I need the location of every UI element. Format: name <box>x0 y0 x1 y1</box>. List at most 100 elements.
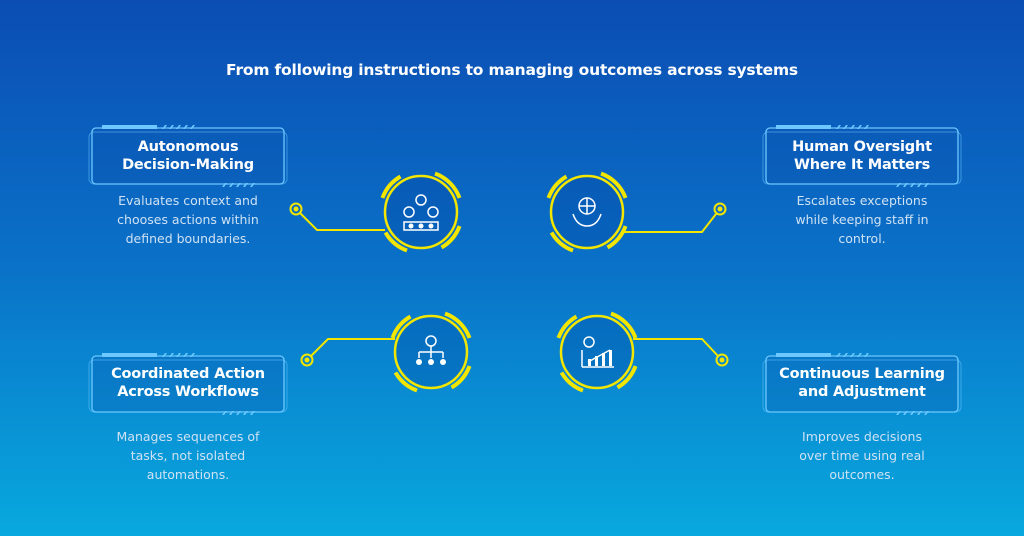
box-stripe <box>910 411 915 415</box>
chart-bar <box>609 350 612 366</box>
box-stripe <box>903 183 908 187</box>
ring <box>559 314 635 390</box>
box-stripe <box>250 411 255 415</box>
box-stripe <box>836 353 841 357</box>
card-box-autonomous <box>88 125 288 187</box>
ring-arc <box>440 225 462 250</box>
ring-arc <box>444 311 472 339</box>
connector-line <box>310 338 395 357</box>
desc-line: outcomes. <box>829 467 895 482</box>
box-stripe <box>222 411 227 415</box>
person-head <box>428 223 434 229</box>
hands-globe-icon <box>572 197 602 227</box>
ring-arc <box>606 225 628 250</box>
box-stripe <box>250 183 255 187</box>
table-shape <box>403 221 439 231</box>
globe-lines <box>579 198 595 214</box>
box-stripe <box>843 125 848 129</box>
icon-circle-coordinated <box>390 311 472 393</box>
box-stripe <box>190 125 195 129</box>
desc-line: Improves decisions <box>802 429 922 444</box>
page-title: From following instructions to managing … <box>226 61 798 79</box>
gear <box>583 336 595 348</box>
connector-dot-ring <box>713 202 727 216</box>
title-line: Coordinated Action <box>111 366 265 382</box>
box-stripe <box>183 125 188 129</box>
box-stripe <box>183 353 188 357</box>
box-tab <box>776 125 831 129</box>
box-stripe <box>243 411 248 415</box>
box-stripe <box>896 183 901 187</box>
box-stripe <box>222 183 227 187</box>
box-stripe <box>850 353 855 357</box>
title-line: and Adjustment <box>798 384 926 400</box>
title-line: Where It Matters <box>793 157 931 173</box>
icon-circle-oversight <box>546 171 628 253</box>
ring-arc <box>616 365 638 390</box>
box-stripe <box>864 353 869 357</box>
box-outer-border <box>88 131 288 185</box>
ring-arc <box>434 171 462 199</box>
connector-line <box>633 338 719 357</box>
box-stripe <box>917 183 922 187</box>
box-stripe <box>169 125 174 129</box>
desc-line: tasks, not isolated <box>130 448 246 463</box>
box-stripe <box>924 411 929 415</box>
box-stripe <box>917 411 922 415</box>
desc-line: Escalates exceptions <box>796 193 928 208</box>
box-stripe <box>176 125 181 129</box>
ring <box>383 174 459 250</box>
desc-line: while keeping staff in <box>795 212 929 227</box>
icon-circle-autonomous <box>380 171 462 253</box>
card-box-oversight <box>762 125 962 187</box>
icon-circle-learning <box>556 311 638 393</box>
person-head <box>440 359 446 365</box>
box-stripe <box>850 125 855 129</box>
box-stripe <box>236 183 241 187</box>
chart-axes <box>581 349 614 368</box>
connector-dot-ring <box>289 202 303 216</box>
box-outer-border <box>762 131 962 185</box>
connector-dot <box>304 357 310 363</box>
ring-arc <box>383 231 408 253</box>
ring-arc <box>556 314 578 339</box>
card-desc-oversight: Escalates exceptions while keeping staff … <box>747 191 977 248</box>
box-stripe <box>910 183 915 187</box>
connector-dot <box>717 206 723 212</box>
chart-bar <box>602 353 605 366</box>
box-stripe <box>857 125 862 129</box>
box-stripe <box>843 353 848 357</box>
workflow-team-icon <box>416 335 446 365</box>
desc-line: Evaluates context and <box>118 193 258 208</box>
box-stripe <box>162 125 167 129</box>
person-head <box>408 223 414 229</box>
ring-arc <box>600 171 628 199</box>
title-line: Autonomous <box>137 139 239 155</box>
ring-arc <box>546 174 568 199</box>
ring-arc <box>390 314 412 339</box>
box-outer-border <box>762 359 962 413</box>
desc-line: Manages sequences of <box>116 429 260 444</box>
box-stripe <box>162 353 167 357</box>
ring-arc <box>610 311 638 339</box>
box-stripe <box>169 353 174 357</box>
person-head <box>416 359 422 365</box>
growth-chart-icon <box>581 336 614 368</box>
decision-team-icon <box>403 194 439 231</box>
flow-lines <box>418 346 444 358</box>
ring-arc <box>393 371 418 393</box>
box-tab <box>102 353 157 357</box>
title-line: Decision-Making <box>122 157 254 173</box>
card-desc-learning: Improves decisions over time using real ou… <box>747 427 977 484</box>
title-line: Across Workflows <box>117 384 259 400</box>
desc-line: over time using real <box>799 448 925 463</box>
ring-arc <box>559 371 584 393</box>
title-line: Continuous Learning <box>779 366 945 382</box>
desc-line: defined boundaries. <box>125 231 251 246</box>
desc-line: control. <box>838 231 886 246</box>
option-circle <box>403 206 415 218</box>
desc-line: chooses actions within <box>117 212 259 227</box>
person-head <box>428 359 434 365</box>
